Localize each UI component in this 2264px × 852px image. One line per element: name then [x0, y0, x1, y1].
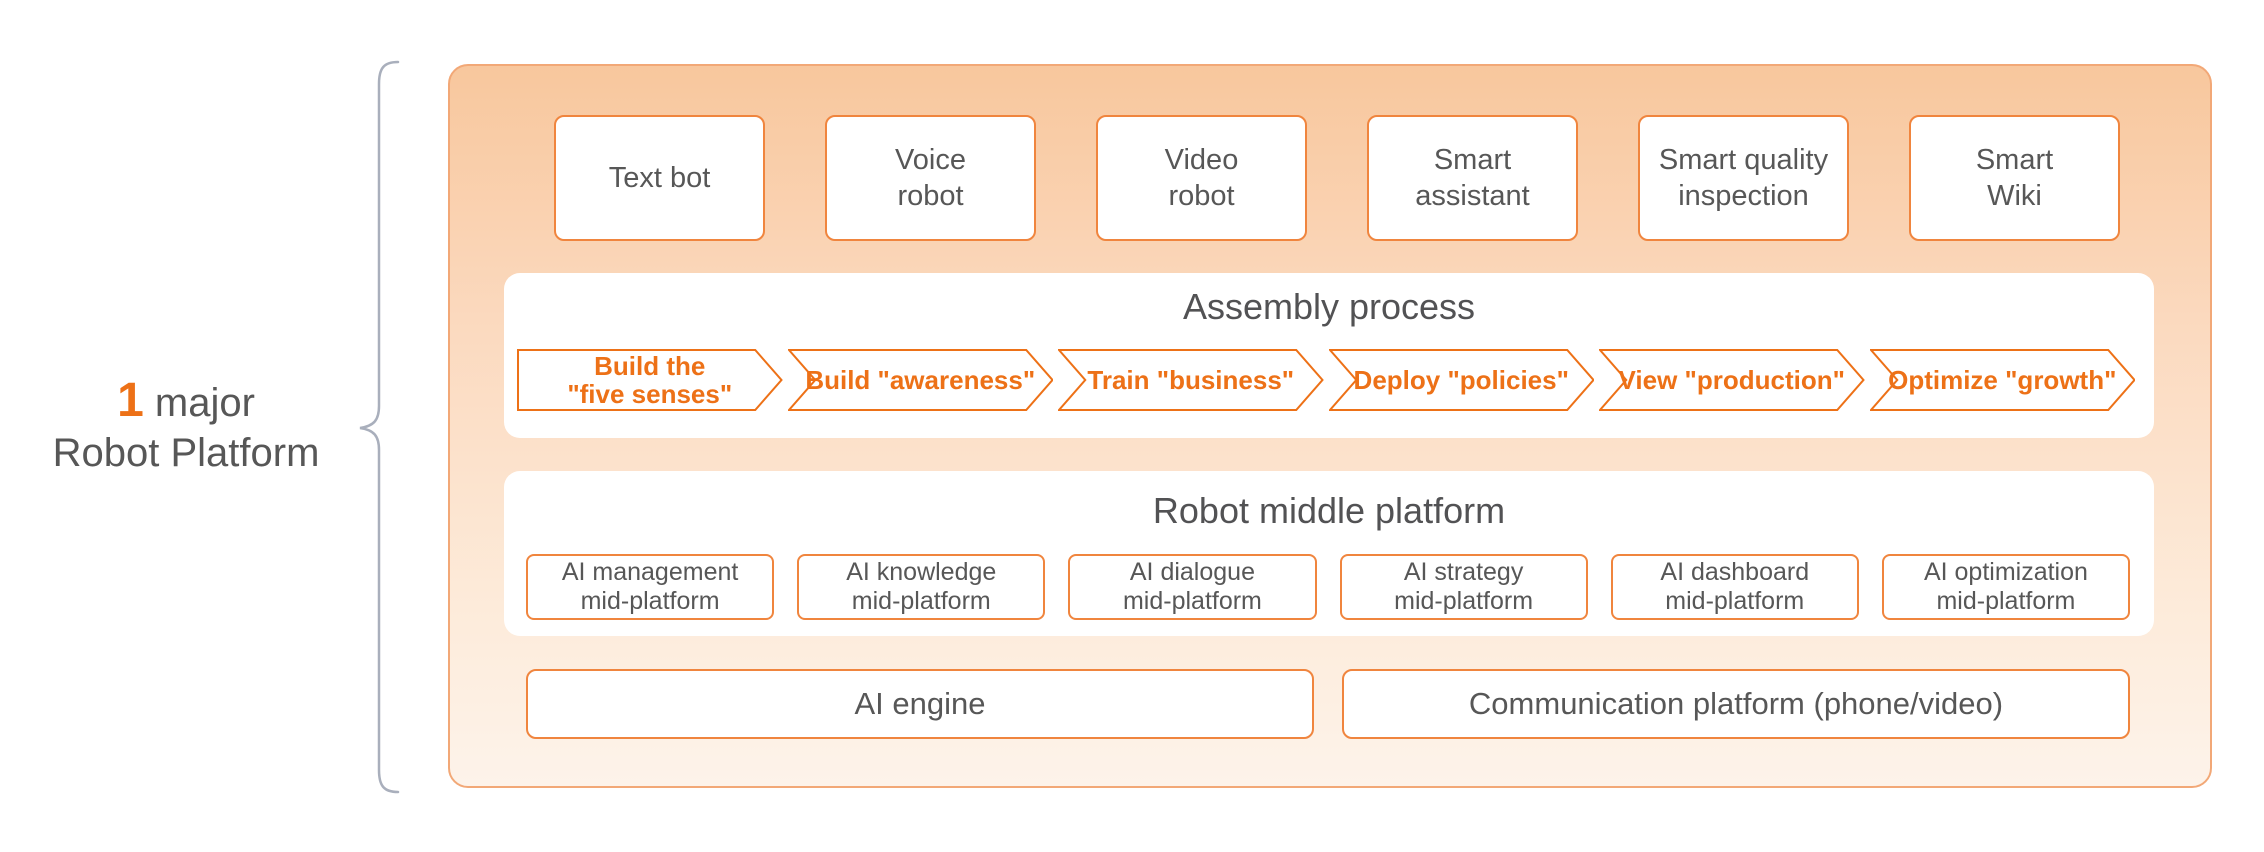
platform-count-number: 1	[117, 374, 144, 427]
foundation-row: AI engine Communication platform (phone/…	[526, 669, 2130, 739]
module-label: AI dialogue mid-platform	[1122, 558, 1262, 615]
step-deploy-policies: Deploy "policies"	[1328, 349, 1594, 411]
step-label: Deploy "policies"	[1353, 365, 1569, 395]
product-label: Smart Wiki	[1975, 144, 2054, 212]
step-label: Build "awareness"	[805, 365, 1036, 395]
product-voice-robot: Voice robot	[825, 115, 1036, 241]
product-label: Voice robot	[895, 144, 966, 212]
module-ai-optimization: AI optimization mid-platform	[1881, 554, 2131, 620]
step-label: Train "business"	[1087, 365, 1295, 395]
module-ai-dashboard: AI dashboard mid-platform	[1610, 554, 1859, 620]
platform-count-label: 1 major Robot Platform	[30, 376, 342, 478]
product-label: Video robot	[1164, 144, 1239, 212]
product-smart-assistant: Smart assistant	[1367, 115, 1578, 241]
module-label: AI optimization mid-platform	[1923, 558, 2088, 615]
product-text-bot: Text bot	[554, 115, 765, 241]
module-ai-dialogue: AI dialogue mid-platform	[1068, 554, 1317, 620]
platform-name: Robot Platform	[52, 431, 320, 475]
product-video-robot: Video robot	[1096, 115, 1307, 241]
product-smart-quality-inspection: Smart quality inspection	[1638, 115, 1849, 241]
step-label: View "production"	[1618, 365, 1845, 395]
module-ai-management: AI management mid-platform	[526, 554, 775, 620]
foundation-ai-engine: AI engine	[526, 669, 1314, 739]
step-build-awareness: Build "awareness"	[787, 349, 1053, 411]
foundation-communication-platform: Communication platform (phone/video)	[1342, 669, 2130, 739]
step-view-production: View "production"	[1599, 349, 1865, 411]
assembly-process-title: Assembly process	[1182, 286, 1476, 327]
module-row: AI management mid-platform AI knowledge …	[526, 554, 2131, 620]
platform-count-suffix: major	[143, 381, 255, 425]
step-optimize-growth: Optimize "growth"	[1869, 349, 2135, 411]
product-smart-wiki: Smart Wiki	[1909, 115, 2120, 241]
module-ai-knowledge: AI knowledge mid-platform	[797, 554, 1046, 620]
assembly-steps-row: Build the "five senses" Build "awareness…	[517, 349, 2135, 411]
module-label: AI strategy mid-platform	[1394, 558, 1534, 615]
robot-platform-container: Text bot Voice robot Video robot Smart a…	[448, 64, 2212, 788]
product-label: Smart quality inspection	[1658, 144, 1829, 212]
assembly-process-panel: Assembly process Build the "five senses"…	[504, 273, 2154, 438]
step-label: Optimize "growth"	[1888, 365, 2117, 395]
module-label: AI knowledge mid-platform	[846, 558, 997, 615]
step-train-business: Train "business"	[1058, 349, 1324, 411]
robot-middle-platform-title: Robot middle platform	[1152, 490, 1506, 531]
product-row: Text bot Voice robot Video robot Smart a…	[554, 115, 2120, 241]
curly-brace-icon	[359, 60, 400, 794]
robot-middle-platform-panel: Robot middle platform AI management mid-…	[504, 471, 2154, 636]
module-label: AI management mid-platform	[561, 558, 739, 615]
product-label: Text bot	[608, 162, 711, 194]
step-build-five-senses: Build the "five senses"	[517, 349, 783, 411]
module-label: AI dashboard mid-platform	[1660, 558, 1810, 615]
step-label: Build the "five senses"	[567, 351, 733, 409]
module-ai-strategy: AI strategy mid-platform	[1339, 554, 1588, 620]
product-label: Smart assistant	[1415, 144, 1530, 212]
platform-count-line: 1 major	[30, 376, 342, 428]
